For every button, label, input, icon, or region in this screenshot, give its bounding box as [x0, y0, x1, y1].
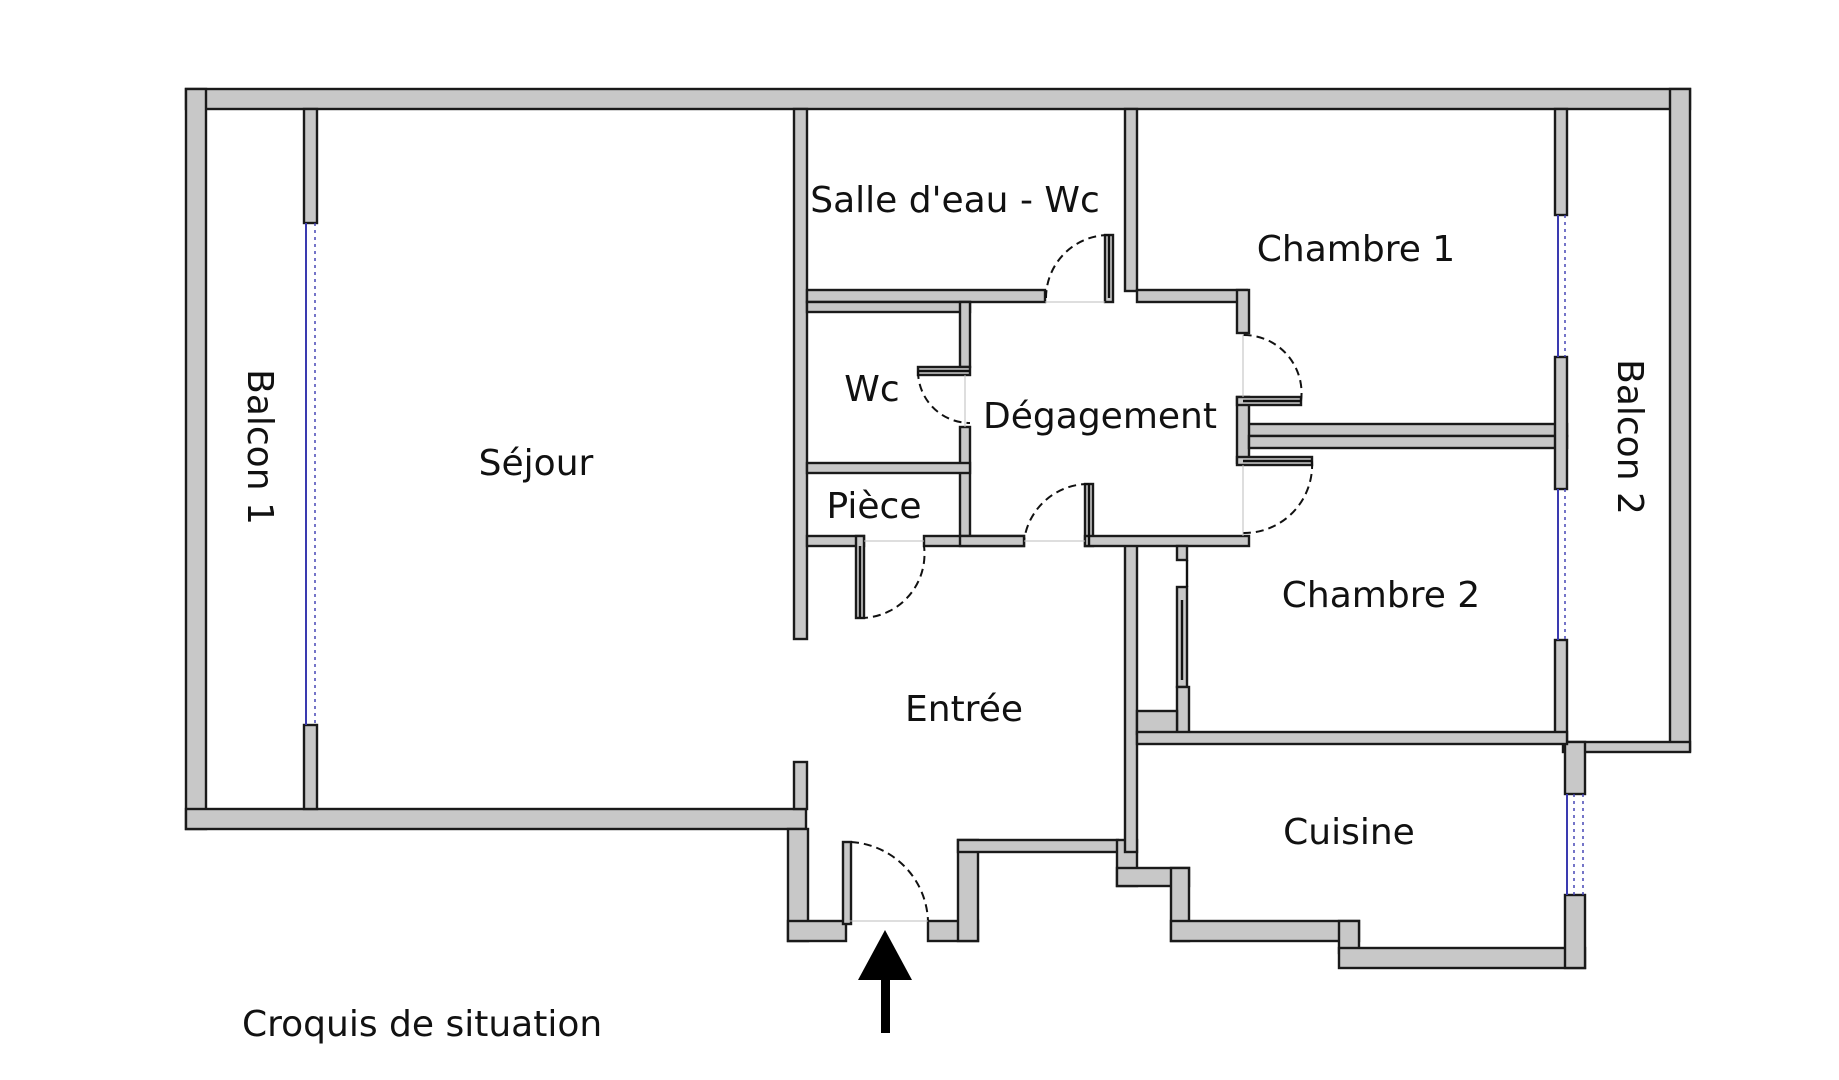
outer-wall-left	[184, 87, 208, 831]
degagement-right-wall-mid	[1235, 395, 1251, 465]
kitchen-wall-4	[1169, 919, 1361, 943]
outer-wall-top	[184, 87, 1692, 111]
entrance-step-top	[956, 838, 1120, 854]
closet-shelf	[1135, 709, 1179, 736]
wc-top-wall	[805, 300, 972, 314]
entrance-bottom-left	[786, 919, 848, 943]
kitchen-wall-6	[1337, 946, 1587, 970]
chambre2-door	[1242, 459, 1314, 536]
degagement-top-wall-right	[1135, 288, 1249, 304]
outer-wall-right-upper	[1668, 87, 1692, 753]
entree-label: Entrée	[905, 689, 1023, 730]
doors	[841, 234, 1314, 926]
closet-door	[1180, 560, 1189, 680]
chambre-column-wall-upper	[1123, 107, 1139, 293]
sejour-label: Séjour	[479, 443, 594, 484]
kitchen-top-wall	[1135, 730, 1569, 746]
piece-label: Pièce	[826, 486, 921, 527]
salle-eau-label: Salle d'eau - Wc	[810, 180, 1100, 221]
balcon2-partition-mid	[1553, 355, 1569, 491]
wc-right-wall-lower	[958, 425, 972, 543]
wc-right-wall-upper	[958, 300, 972, 369]
balcon2-partition-bottom	[1553, 638, 1569, 744]
chambre1-bottom-wall	[1245, 422, 1569, 438]
outer-wall-bottom-left	[184, 807, 808, 831]
salle-eau-bottom-wall	[805, 288, 1047, 304]
balcon2-partition-top	[1553, 107, 1569, 217]
chambre-column-wall-lower	[1123, 540, 1139, 854]
balcon1-partition-top	[302, 107, 319, 225]
windows	[305, 215, 1584, 895]
degagement-right-wall-top	[1235, 288, 1251, 335]
degagement-bottom-wall-right	[1083, 534, 1251, 548]
kitchen-wall-right-upper	[1563, 740, 1587, 796]
degagement-bottom-wall-left	[958, 534, 1026, 548]
chambre2-left-wall-upper	[1175, 544, 1189, 562]
entrance-door	[841, 840, 929, 926]
salle-eau-door	[1045, 234, 1111, 303]
piece-door	[858, 540, 926, 620]
wc-bottom-wall	[805, 461, 972, 475]
kitchen-wall-right-lower	[1563, 893, 1587, 970]
chambre1-label: Chambre 1	[1257, 229, 1455, 270]
entree-left-wall-lower	[792, 760, 809, 811]
chambre2-label: Chambre 2	[1282, 575, 1480, 616]
balcon1-partition-bottom	[302, 723, 319, 811]
chambre1-door	[1242, 333, 1303, 403]
sejour-partition	[792, 107, 809, 641]
balcon1-label: Balcon 1	[239, 369, 280, 525]
cuisine-label: Cuisine	[1283, 812, 1415, 853]
entrance-arrow-icon	[858, 930, 912, 1033]
degagement-door	[1023, 482, 1091, 546]
room-labels: Balcon 1 Séjour Salle d'eau - Wc Chambre…	[239, 180, 1650, 853]
entrance-recess-right	[956, 838, 980, 943]
chambre2-top-wall	[1247, 434, 1569, 450]
kitchen-stub-right	[1561, 740, 1692, 754]
wc-door	[917, 369, 971, 427]
degagement-label: Dégagement	[983, 396, 1217, 437]
wc-label: Wc	[844, 369, 899, 410]
chambre2-left-wall-lower	[1175, 685, 1191, 739]
balcon2-label: Balcon 2	[1609, 359, 1650, 515]
caption: Croquis de situation	[242, 1004, 602, 1045]
walls	[184, 87, 1692, 970]
